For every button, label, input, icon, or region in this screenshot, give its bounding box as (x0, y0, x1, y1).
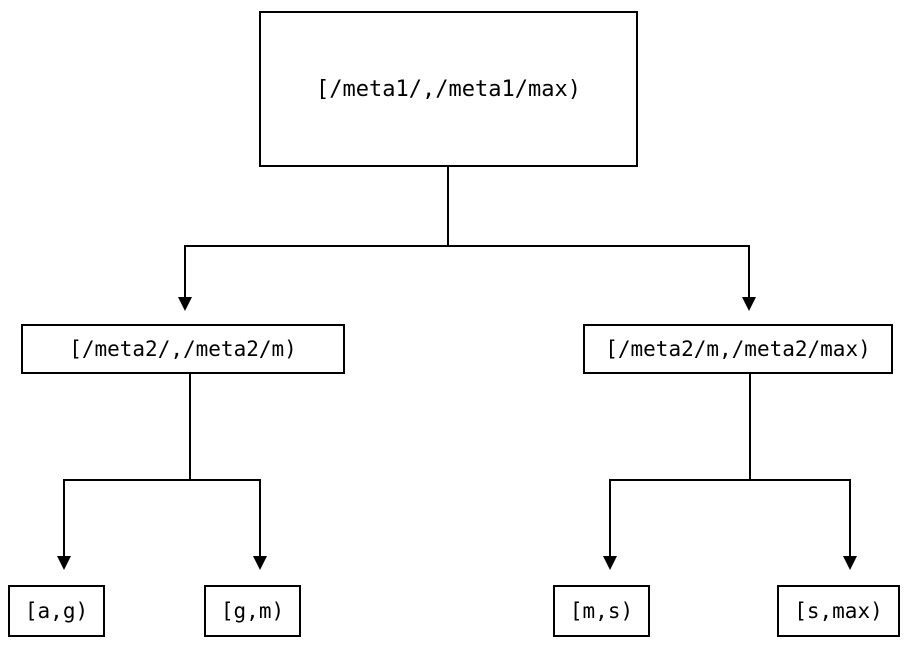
arrowhead-mid-right-to-leaf-ms (603, 556, 617, 570)
edge-root-to-mid-group (178, 167, 756, 311)
node-leaf-g-m[interactable]: [g,m) (204, 585, 301, 637)
node-mid-left-label: [/meta2/,/meta2/m) (69, 337, 297, 361)
node-root[interactable]: [/meta1/,/meta1/max) (259, 11, 638, 167)
node-mid-left[interactable]: [/meta2/,/meta2/m) (21, 324, 345, 374)
node-leaf-s-max-label: [s,max) (794, 599, 883, 623)
edge-mid-right-to-leaves-group (603, 374, 857, 570)
node-leaf-a-g-label: [a,g) (24, 599, 89, 623)
node-leaf-m-s-label: [m,s) (569, 599, 634, 623)
edge-mid-left-to-leaves-group (57, 374, 267, 570)
arrowhead-mid-left-to-leaf-gm (253, 556, 267, 570)
node-root-label: [/meta1/,/meta1/max) (316, 76, 581, 102)
node-mid-right[interactable]: [/meta2/m,/meta2/max) (583, 324, 893, 374)
node-leaf-g-m-label: [g,m) (220, 599, 285, 623)
node-leaf-m-s[interactable]: [m,s) (553, 585, 650, 637)
node-leaf-a-g[interactable]: [a,g) (8, 585, 105, 637)
node-leaf-s-max[interactable]: [s,max) (777, 585, 900, 637)
arrowhead-mid-right-to-leaf-smax (843, 556, 857, 570)
arrowhead-root-to-mid-right (742, 297, 756, 311)
arrowhead-mid-left-to-leaf-ag (57, 556, 71, 570)
node-mid-right-label: [/meta2/m,/meta2/max) (605, 337, 871, 361)
arrowhead-root-to-mid-left (178, 297, 192, 311)
